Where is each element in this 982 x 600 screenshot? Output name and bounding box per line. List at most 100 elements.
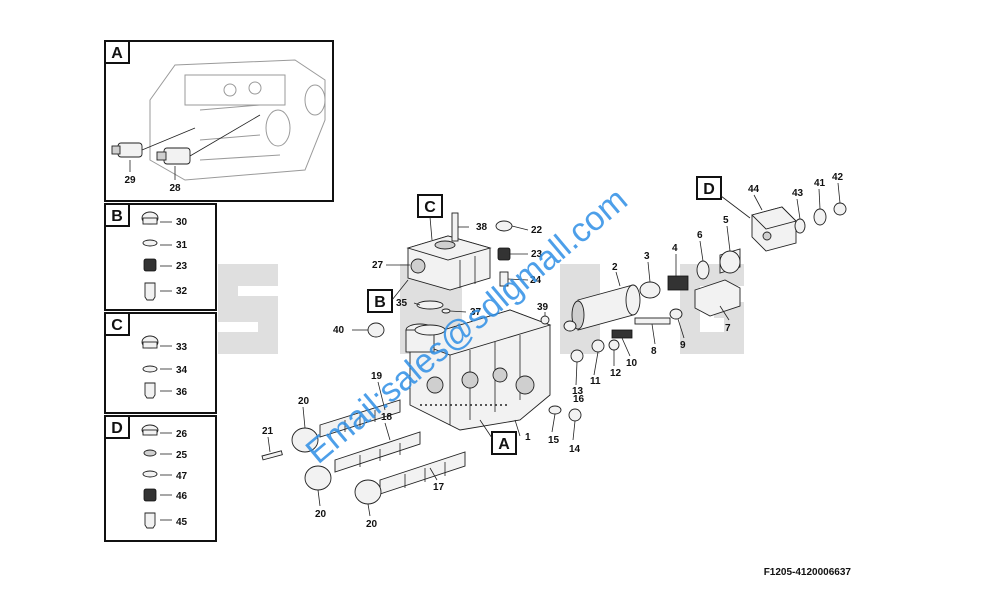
inset-a-valve-ghost [149, 59, 326, 181]
oring-37 [441, 308, 451, 314]
oring-15 [548, 405, 562, 415]
callout-44: 44 [748, 184, 760, 195]
callout-35: 35 [396, 298, 408, 309]
callout-23-b: 23 [176, 261, 188, 272]
oring-35-lower [414, 324, 446, 336]
callout-20-a: 20 [298, 396, 310, 407]
callout-7: 7 [725, 323, 731, 334]
plug-9 [669, 308, 683, 320]
plug-16 [563, 320, 577, 332]
nut-41 [813, 208, 827, 226]
pin-8 [634, 317, 671, 325]
cap-3 [639, 281, 661, 299]
figure-id: F1205-4120006637 [764, 567, 852, 578]
screw-21 [261, 450, 283, 461]
side-cover-2 [571, 284, 641, 331]
inset-d-frame [104, 415, 217, 542]
plug-39 [540, 315, 550, 325]
callout-14: 14 [569, 444, 581, 455]
cap-20-c [354, 479, 382, 505]
valve-5-head [719, 250, 741, 274]
callout-45: 45 [176, 517, 188, 528]
callout-28: 28 [169, 183, 181, 194]
inset-a-letter: A [111, 45, 123, 62]
inset-d-cap-base [142, 429, 158, 436]
callout-30: 30 [176, 217, 188, 228]
callout-27: 27 [372, 260, 384, 271]
washer-6 [696, 260, 710, 280]
view-marker-b-box [367, 289, 393, 313]
inset-b-spring [143, 258, 157, 272]
callout-leaders [267, 182, 841, 517]
spring-23 [497, 247, 511, 261]
inset-c-letter: C [111, 317, 123, 334]
washer-12 [608, 339, 620, 351]
spring-10 [611, 329, 633, 339]
valve-body [405, 309, 552, 431]
callout-9: 9 [680, 340, 686, 351]
inset-c-frame [104, 312, 217, 414]
callout-39: 39 [537, 302, 549, 313]
callout-29: 29 [124, 175, 136, 186]
spool-18 [334, 431, 421, 473]
inset-c-seat [144, 382, 156, 399]
view-marker-c: C [424, 199, 436, 216]
callout-20-b: 20 [315, 509, 327, 520]
plug-11 [591, 339, 605, 353]
callout-11: 11 [590, 376, 601, 387]
callout-36: 36 [176, 387, 188, 398]
cap-20-b [304, 465, 332, 491]
oring-43 [794, 218, 806, 234]
callout-18: 18 [381, 412, 393, 423]
oring-35 [416, 300, 444, 310]
inset-d-washer [143, 449, 157, 457]
callout-25: 25 [176, 450, 188, 461]
inset-c-oring [142, 365, 158, 373]
section-d-block [751, 206, 797, 252]
callout-32: 32 [176, 286, 188, 297]
callout-42: 42 [832, 172, 844, 183]
inset-c-cap-base [142, 341, 158, 349]
inset-d-letter: D [111, 420, 123, 437]
spring-4 [667, 275, 689, 291]
callout-20-c: 20 [366, 519, 378, 530]
inset-d-spring [143, 488, 157, 502]
callout-16: 16 [573, 394, 585, 405]
callout-26: 26 [176, 429, 188, 440]
view-marker-b: B [374, 294, 386, 311]
spool-19 [319, 399, 401, 438]
callout-2: 2 [612, 262, 618, 273]
inset-a-frame [104, 40, 334, 202]
view-marker-d: D [703, 181, 715, 198]
nut-42 [833, 202, 847, 216]
callout-33: 33 [176, 342, 188, 353]
callout-17: 17 [433, 482, 445, 493]
washer-13 [570, 349, 584, 363]
callout-13: 13 [572, 386, 584, 397]
callout-3: 3 [644, 251, 650, 262]
callout-10: 10 [626, 358, 638, 369]
inset-b-cap-base [142, 217, 158, 225]
callout-46: 46 [176, 491, 188, 502]
bolt-38 [451, 212, 459, 242]
inset-d-letter-box [104, 415, 130, 439]
callout-23: 23 [531, 249, 543, 260]
inset-a-plug-29 [111, 127, 196, 158]
inset-b-oring [142, 239, 158, 247]
view-marker-a-box [491, 431, 517, 455]
callout-31: 31 [176, 240, 188, 251]
callout-1: 1 [525, 432, 531, 443]
plug-14 [568, 408, 582, 422]
inset-b-frame [104, 203, 217, 311]
callout-40: 40 [333, 325, 345, 336]
inset-b-letter-box [104, 203, 130, 227]
callout-22: 22 [531, 225, 543, 236]
callout-38: 38 [476, 222, 488, 233]
callout-5: 5 [723, 215, 729, 226]
housing-7 [694, 279, 741, 317]
callout-12: 12 [610, 368, 622, 379]
callout-34: 34 [176, 365, 188, 376]
spool-17 [379, 451, 466, 495]
callout-43: 43 [792, 188, 804, 199]
